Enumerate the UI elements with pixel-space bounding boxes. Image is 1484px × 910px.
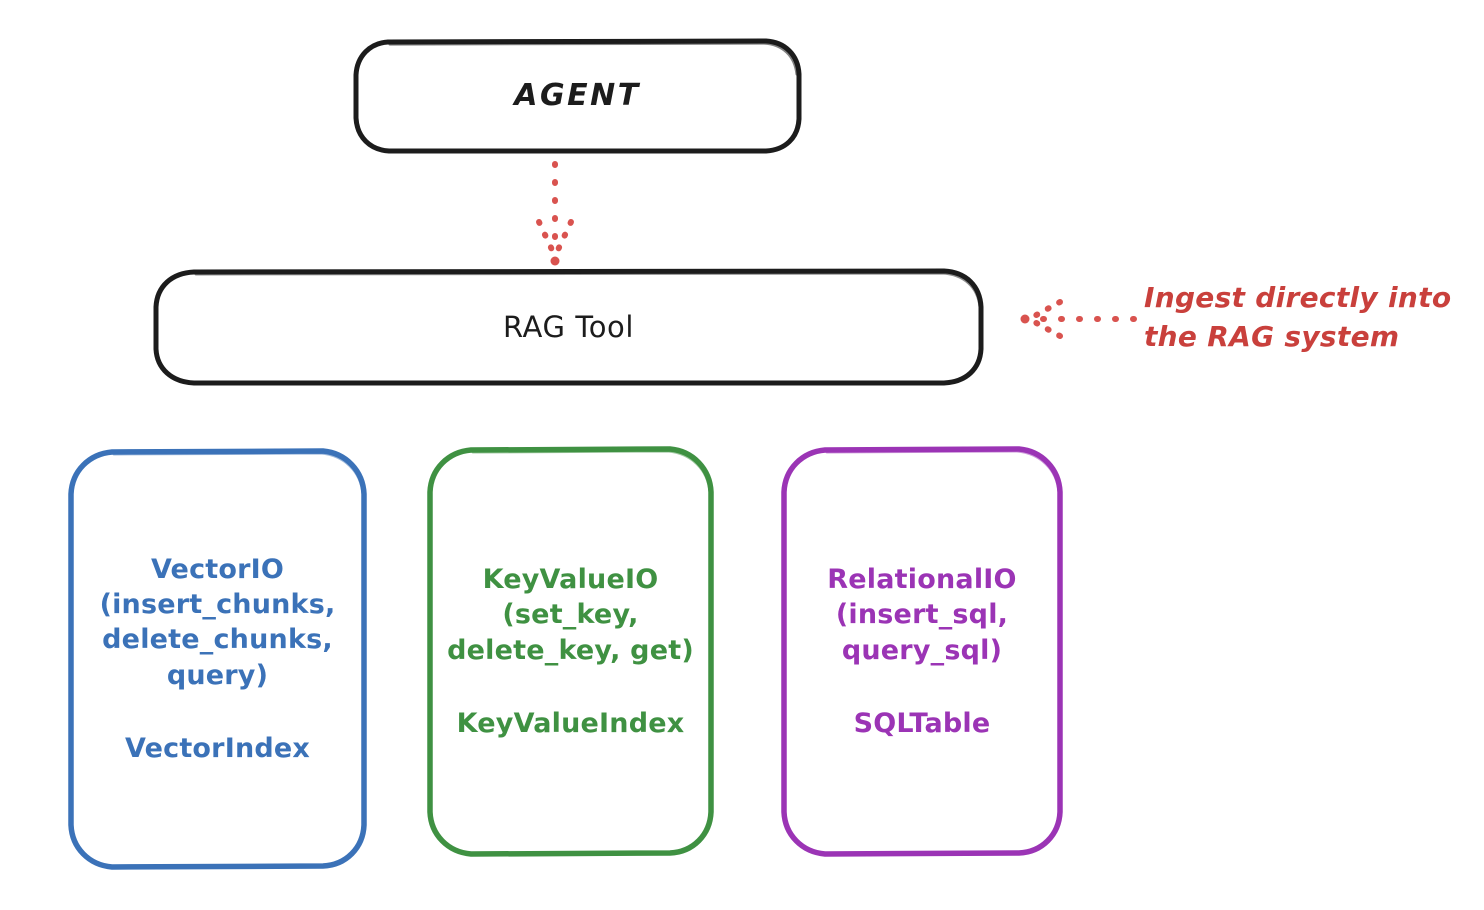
vector-io-methods: VectorIO (insert_chunks, delete_chunks, … bbox=[99, 554, 336, 691]
agent-label: AGENT bbox=[514, 78, 641, 114]
node-vector-io[interactable]: VectorIO (insert_chunks, delete_chunks, … bbox=[68, 448, 367, 870]
ingest-annotation-text: Ingest directly into the RAG system bbox=[1144, 281, 1452, 354]
rag-tool-label: RAG Tool bbox=[502, 309, 635, 344]
key-value-io-index: KeyValueIndex bbox=[456, 707, 685, 739]
node-key-value-io[interactable]: KeyValueIO (set_key, delete_key, get) Ke… bbox=[427, 446, 714, 857]
node-rag-tool[interactable]: RAG Tool bbox=[153, 268, 984, 386]
key-value-io-label: KeyValueIO (set_key, delete_key, get) Ke… bbox=[427, 562, 714, 740]
ingest-annotation-arrow bbox=[1020, 299, 1137, 339]
key-value-io-methods: KeyValueIO (set_key, delete_key, get) bbox=[447, 564, 694, 666]
agent-to-rag-tool-arrow bbox=[536, 161, 574, 266]
relational-io-methods: RelationalIO (insert_sql, query_sql) bbox=[827, 564, 1017, 666]
vector-io-index: VectorIndex bbox=[124, 732, 311, 764]
relational-io-index: SQLTable bbox=[853, 707, 991, 739]
relational-io-label: RelationalIO (insert_sql, query_sql) SQL… bbox=[781, 562, 1063, 740]
node-relational-io[interactable]: RelationalIO (insert_sql, query_sql) SQL… bbox=[781, 446, 1063, 857]
vector-io-label: VectorIO (insert_chunks, delete_chunks, … bbox=[68, 552, 367, 765]
node-agent[interactable]: AGENT bbox=[353, 38, 802, 154]
